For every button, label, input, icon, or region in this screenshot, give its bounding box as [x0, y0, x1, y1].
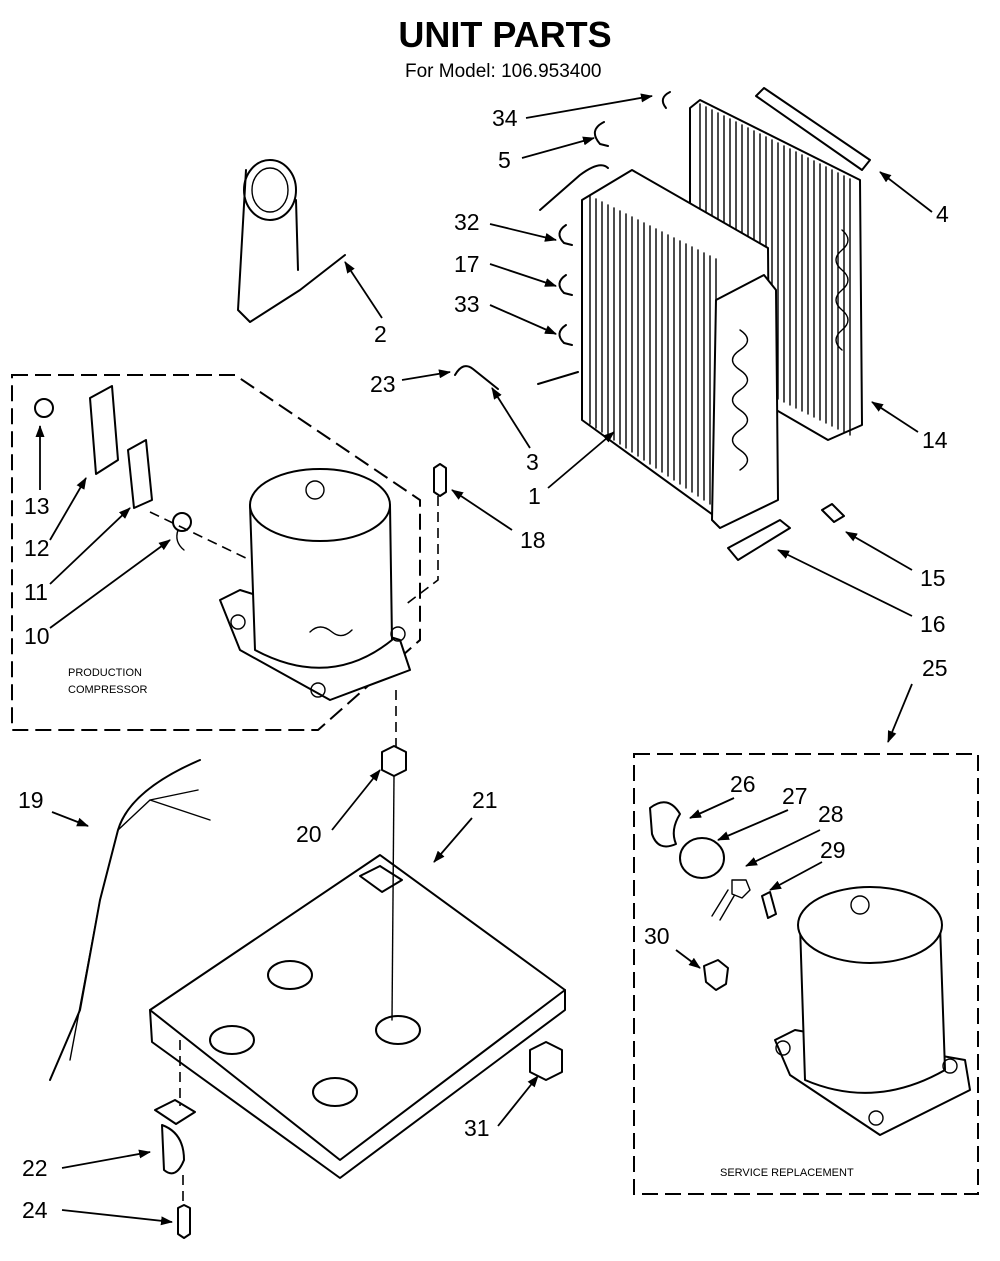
callout-19: 19: [18, 787, 44, 813]
callout-11: 11: [24, 579, 48, 605]
callout-17: 17: [454, 251, 480, 277]
callout-leader-arrow: [331, 769, 381, 831]
callout-14: 14: [922, 427, 948, 453]
callout-27: 27: [782, 783, 808, 809]
callout-13: 13: [24, 493, 50, 519]
cover-27-icon: [679, 837, 725, 879]
callout-leader-arrow: [675, 949, 701, 969]
terminal-29-icon: [761, 891, 777, 919]
callout-32: 32: [454, 209, 480, 235]
callout-22: 22: [22, 1155, 48, 1181]
production-caption-1: PRODUCTION: [68, 667, 142, 679]
callout-leaders: [35, 93, 933, 1226]
callout-leader-arrow: [871, 401, 919, 433]
callout-2: 2: [374, 321, 387, 347]
fitting-23-icon: [454, 365, 499, 390]
callout-leader-arrow: [525, 93, 653, 119]
drier-15-icon: [821, 503, 845, 523]
callout-33: 33: [454, 291, 480, 317]
service-caption: SERVICE REPLACEMENT: [720, 1167, 854, 1179]
foot-31: [529, 1041, 563, 1081]
callout-leader-arrow: [49, 507, 131, 585]
callout-15: 15: [920, 565, 946, 591]
clip-34-icon: [661, 91, 671, 109]
page-title: UNIT PARTS: [398, 14, 611, 55]
callout-31: 31: [464, 1115, 490, 1141]
capillary-tube: [539, 164, 609, 211]
clip-32-icon: [558, 224, 573, 246]
callout-10: 10: [24, 623, 50, 649]
callout-leader-arrow: [51, 811, 89, 827]
caster-22: [154, 1099, 196, 1175]
callout-18: 18: [520, 527, 546, 553]
overload-28-icon: [711, 879, 751, 921]
callout-leader-arrow: [61, 1149, 151, 1169]
callout-24: 24: [22, 1197, 48, 1223]
callout-leader-arrow: [769, 861, 823, 891]
wiring-harness-19: [49, 759, 201, 1081]
callout-leader-arrow: [344, 261, 383, 319]
callout-29: 29: [820, 837, 846, 863]
production-caption-2: COMPRESSOR: [68, 684, 148, 696]
grommet-20: [381, 745, 407, 777]
callout-leader-arrow: [547, 431, 615, 489]
callout-34: 34: [492, 105, 518, 131]
callout-4: 4: [936, 201, 949, 227]
evaporator-coil: [581, 169, 849, 529]
foam-strip-4: [755, 87, 871, 171]
callout-28: 28: [818, 801, 844, 827]
callout-leader-arrow: [401, 369, 451, 381]
foam-strip-16: [727, 519, 791, 561]
callout-leader-arrow: [49, 539, 171, 629]
callout-leader-arrow: [433, 817, 473, 863]
relay-30-icon: [703, 959, 729, 991]
service-replacement-box: [633, 753, 979, 1195]
callout-12: 12: [24, 535, 50, 561]
callout-numbers: 34 5 4 32 17 33 2 23 3 1 14 13 12 11 10 …: [18, 105, 949, 1223]
callout-23: 23: [370, 371, 396, 397]
base-pan-21: [149, 854, 566, 1179]
callout-leader-arrow: [61, 1209, 173, 1226]
callout-leader-arrow: [497, 1075, 539, 1127]
callout-16: 16: [920, 611, 946, 637]
callout-leader-arrow: [845, 531, 913, 571]
callout-leader-arrow: [49, 477, 87, 541]
callout-leader-arrow: [491, 387, 531, 449]
callout-1: 1: [528, 483, 541, 509]
callout-3: 3: [526, 449, 539, 475]
callout-leader-arrow: [887, 683, 913, 743]
callout-leader-arrow: [689, 797, 735, 819]
callout-5: 5: [498, 147, 511, 173]
callout-21: 21: [472, 787, 498, 813]
mount-bolt-18: [433, 463, 447, 497]
clamp-26-icon: [649, 801, 681, 848]
callout-leader-arrow: [489, 304, 557, 335]
clip-33-icon: [558, 324, 573, 346]
service-compressor: [774, 886, 971, 1136]
screw-24: [177, 1204, 191, 1239]
callout-leader-arrow: [489, 263, 557, 287]
callout-leader-arrow: [879, 171, 933, 213]
callout-leader-arrow: [489, 223, 557, 242]
model-subtitle: For Model: 106.953400: [405, 61, 601, 82]
shroud-2: [237, 159, 346, 323]
overload-and-relay-parts: [34, 385, 192, 551]
callout-leader-arrow: [777, 549, 913, 617]
callout-leader-arrow: [451, 489, 513, 531]
callout-leader-arrow: [521, 136, 595, 159]
callout-leader-arrow: [745, 829, 821, 867]
production-compressor-box: [11, 374, 421, 731]
callout-20: 20: [296, 821, 322, 847]
clip-5-icon: [593, 121, 609, 147]
callout-26: 26: [730, 771, 756, 797]
callout-30: 30: [644, 923, 670, 949]
callout-25: 25: [922, 655, 948, 681]
production-compressor: [219, 468, 411, 701]
clip-17-icon: [558, 274, 573, 296]
callout-leader-arrow: [717, 809, 789, 841]
